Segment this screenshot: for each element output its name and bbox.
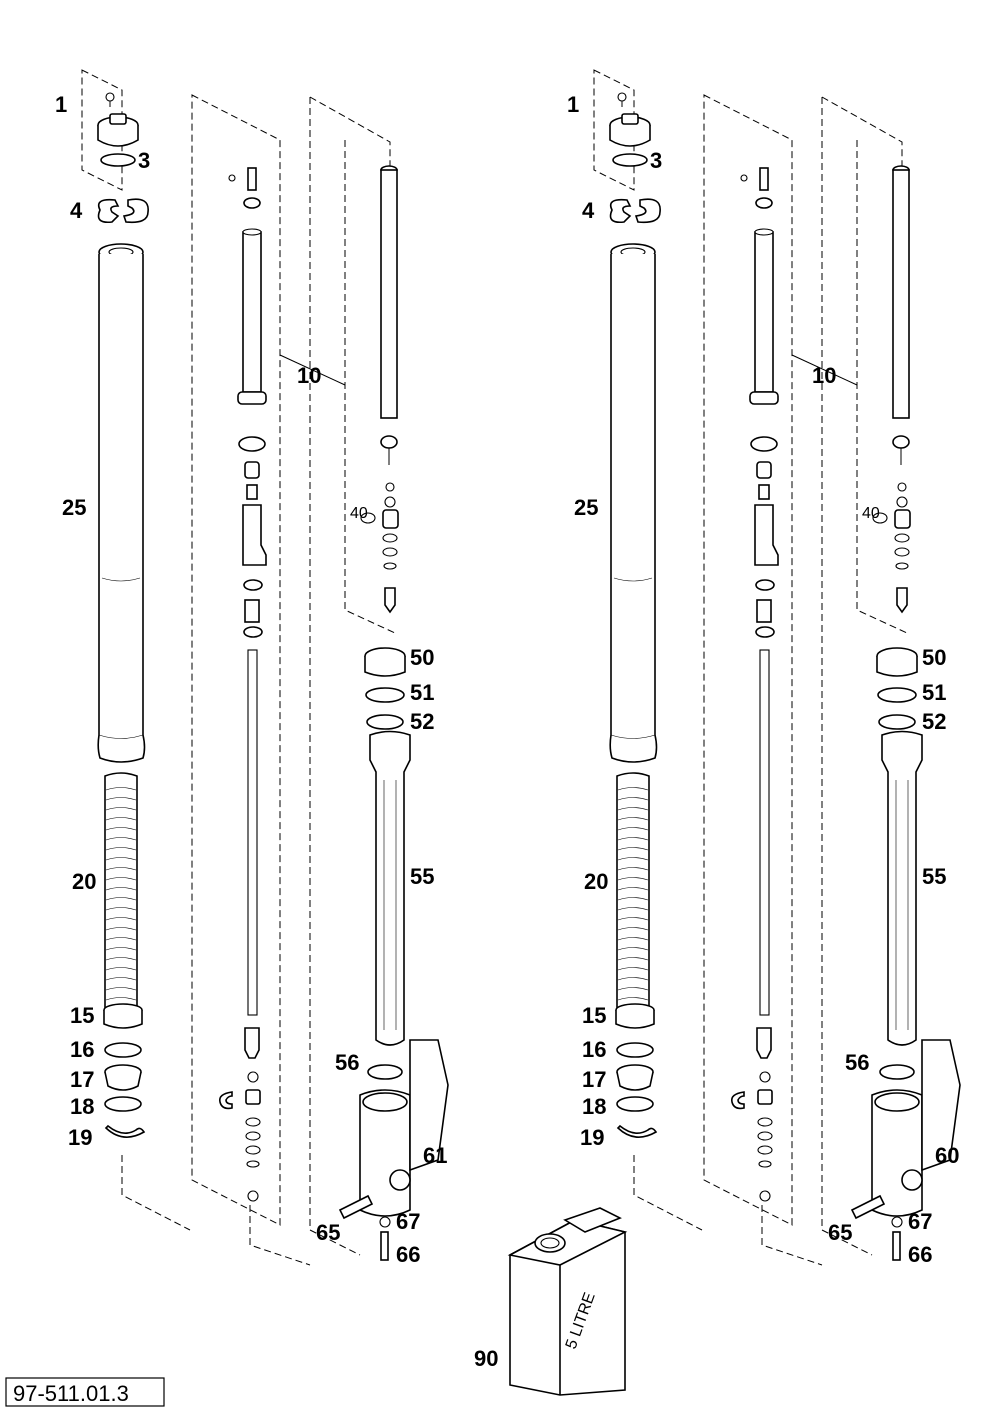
label-4: 4 bbox=[582, 198, 595, 223]
label-16: 16 bbox=[582, 1037, 606, 1062]
label-56: 56 bbox=[335, 1050, 359, 1075]
label-67: 67 bbox=[908, 1209, 932, 1234]
label-65: 65 bbox=[828, 1220, 852, 1245]
label-66: 66 bbox=[908, 1242, 932, 1267]
label-3: 3 bbox=[650, 148, 662, 173]
oil-can: 5 LITRE bbox=[507, 1207, 628, 1396]
label-17: 17 bbox=[70, 1067, 94, 1092]
label-67: 67 bbox=[396, 1209, 420, 1234]
label-15: 15 bbox=[582, 1003, 606, 1028]
label-56: 56 bbox=[845, 1050, 869, 1075]
label-18: 18 bbox=[582, 1094, 606, 1119]
label-15: 15 bbox=[70, 1003, 94, 1028]
right-fork-assembly bbox=[593, 69, 961, 1266]
label-4: 4 bbox=[70, 198, 83, 223]
label-10: 10 bbox=[297, 363, 321, 388]
label-20: 20 bbox=[72, 869, 96, 894]
label-40: 40 bbox=[350, 505, 368, 522]
label-60: 60 bbox=[935, 1143, 959, 1168]
label-3: 3 bbox=[138, 148, 150, 173]
label-90: 90 bbox=[474, 1346, 498, 1371]
left-fork-assembly bbox=[81, 69, 449, 1266]
label-52: 52 bbox=[410, 709, 434, 734]
label-10: 10 bbox=[812, 363, 836, 388]
label-52: 52 bbox=[922, 709, 946, 734]
label-50: 50 bbox=[922, 645, 946, 670]
label-66: 66 bbox=[396, 1242, 420, 1267]
label-51: 51 bbox=[410, 680, 434, 705]
label-40: 40 bbox=[862, 505, 880, 522]
label-55: 55 bbox=[922, 864, 946, 889]
label-19: 19 bbox=[580, 1125, 604, 1150]
label-1: 1 bbox=[567, 92, 579, 117]
label-25: 25 bbox=[574, 495, 598, 520]
label-17: 17 bbox=[582, 1067, 606, 1092]
reference-box: 97-511.01.3 bbox=[5, 1377, 165, 1407]
label-55: 55 bbox=[410, 864, 434, 889]
right-labels: 1 3 4 10 25 40 50 51 52 55 20 15 16 56 1… bbox=[567, 92, 959, 1267]
left-labels: 1 3 4 10 25 40 50 51 52 55 20 15 16 56 1… bbox=[55, 92, 447, 1267]
label-25: 25 bbox=[62, 495, 86, 520]
label-19: 19 bbox=[68, 1125, 92, 1150]
label-50: 50 bbox=[410, 645, 434, 670]
reference-code: 97-511.01.3 bbox=[13, 1381, 129, 1406]
label-18: 18 bbox=[70, 1094, 94, 1119]
label-1: 1 bbox=[55, 92, 67, 117]
label-16: 16 bbox=[70, 1037, 94, 1062]
label-51: 51 bbox=[922, 680, 946, 705]
label-61: 61 bbox=[423, 1143, 447, 1168]
label-20: 20 bbox=[584, 869, 608, 894]
label-65: 65 bbox=[316, 1220, 340, 1245]
